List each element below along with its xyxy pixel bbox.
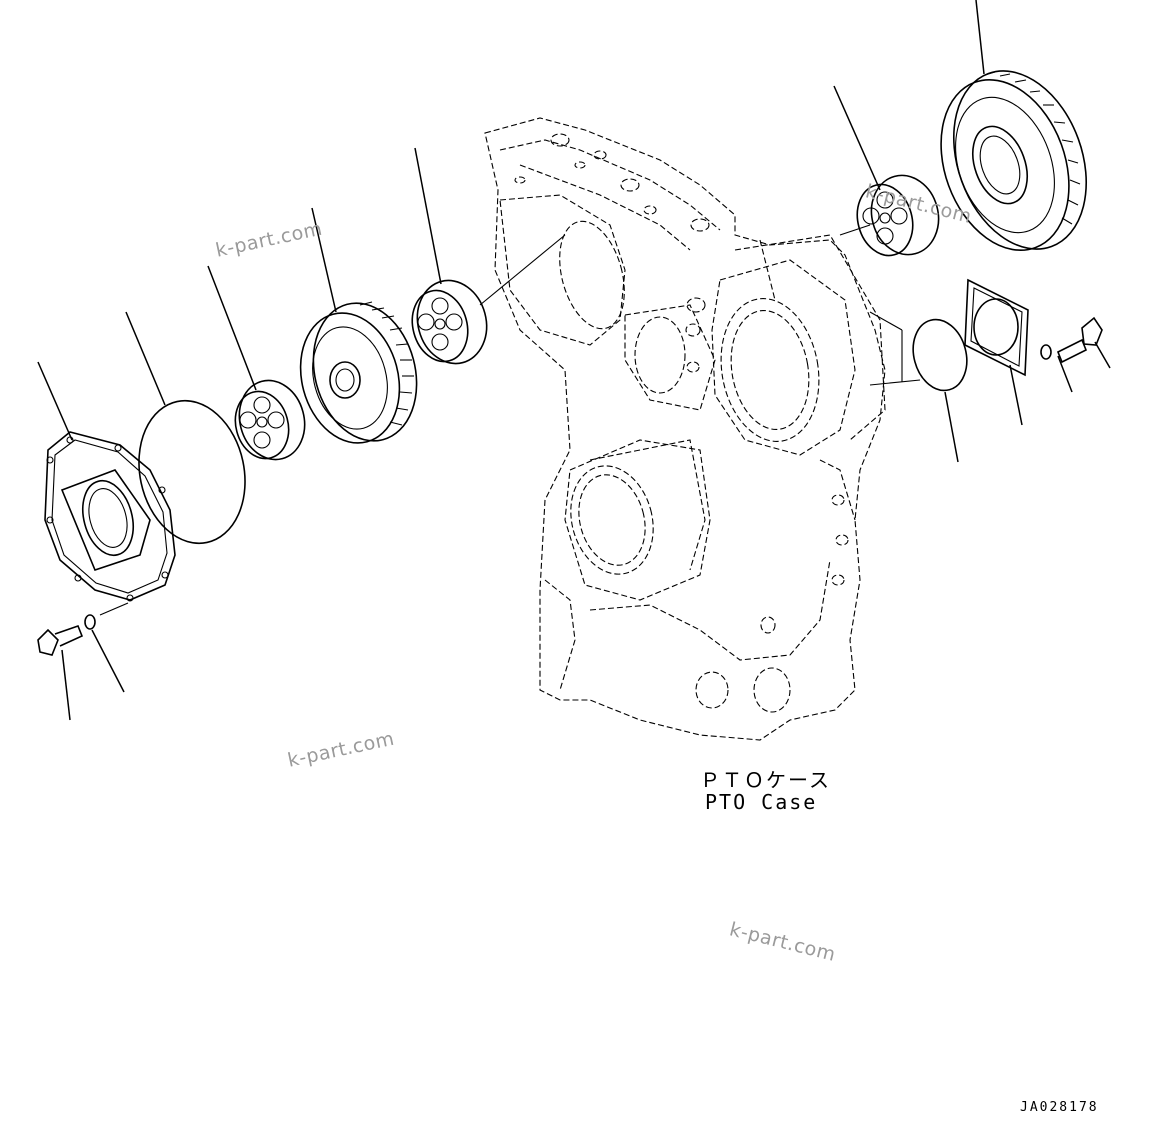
bearing-cover-plate (44, 431, 176, 602)
washer-left (84, 614, 96, 630)
bolt-left (37, 624, 84, 656)
o-ring-small (912, 318, 968, 392)
ball-bearing-left (234, 379, 306, 461)
bolt-right (1056, 316, 1103, 364)
gear-left (299, 301, 418, 444)
leader-lines (37, 0, 1111, 721)
gear-right (940, 70, 1088, 252)
washer-right (1040, 344, 1052, 360)
square-cover-plate (964, 278, 1029, 377)
ball-bearing-middle (411, 279, 488, 365)
ball-bearing-right (856, 174, 940, 257)
pto-case-housing (484, 117, 886, 741)
caption-english: PTO Case (705, 790, 818, 814)
caption-japanese: ＰＴＯケース (700, 768, 831, 792)
o-ring-large (138, 399, 246, 545)
drawing-code: JA028178 (1020, 1100, 1099, 1115)
